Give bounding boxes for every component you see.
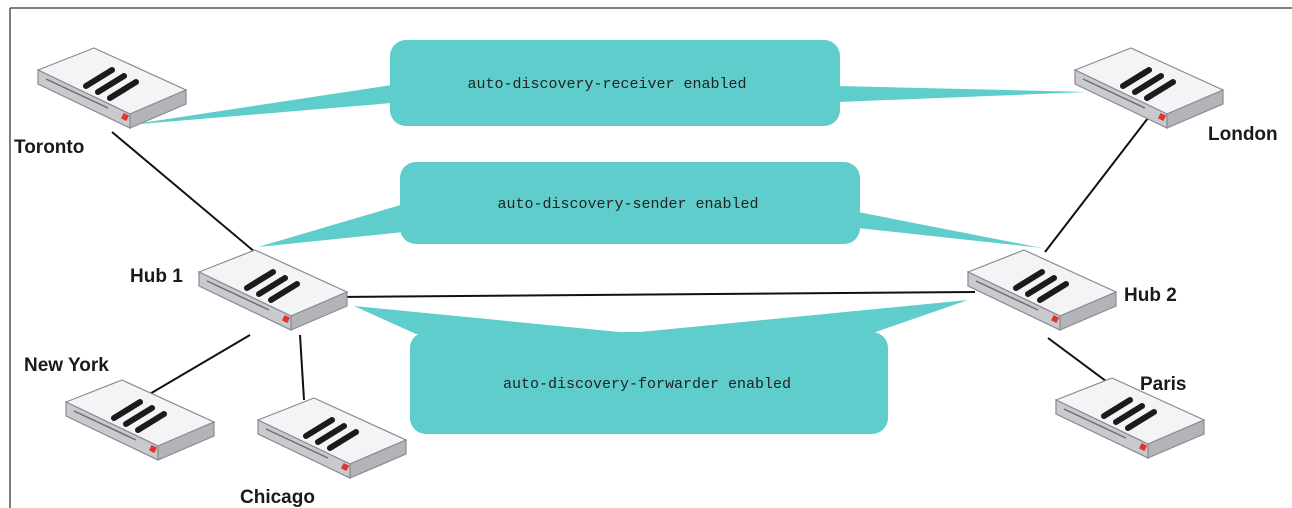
device-label-toronto: Toronto bbox=[14, 137, 84, 158]
device-label-paris: Paris bbox=[1140, 374, 1186, 395]
diagram-frame bbox=[9, 7, 1292, 508]
sender-callout: auto-discovery-sender enabled bbox=[258, 162, 1042, 248]
device-newyork: New York bbox=[24, 355, 214, 460]
link-hub1-chicago bbox=[299, 334, 305, 401]
receiver-callout-text: auto-discovery-receiver enabled bbox=[467, 76, 746, 93]
router-icon bbox=[38, 48, 186, 128]
network-links bbox=[111, 117, 1149, 401]
router-icon bbox=[1075, 48, 1223, 128]
link-toronto-hub1 bbox=[111, 131, 263, 259]
device-hub2: Hub 2 bbox=[968, 250, 1177, 330]
router-icon bbox=[968, 250, 1116, 330]
router-icon bbox=[199, 250, 347, 330]
link-hub1-hub2 bbox=[337, 291, 976, 298]
sender-callout-text: auto-discovery-sender enabled bbox=[497, 196, 758, 213]
router-icon bbox=[66, 380, 214, 460]
device-label-chicago: Chicago bbox=[240, 487, 315, 508]
link-hub1-newyork bbox=[147, 334, 251, 396]
device-hub1: Hub 1 bbox=[130, 250, 347, 330]
forwarder-callout-text: auto-discovery-forwarder enabled bbox=[503, 376, 791, 393]
device-toronto: Toronto bbox=[14, 48, 186, 158]
receiver-callout: auto-discovery-receiver enabled bbox=[128, 40, 1088, 126]
device-london: London bbox=[1075, 48, 1278, 145]
device-label-hub2: Hub 2 bbox=[1124, 285, 1177, 306]
router-icon bbox=[258, 398, 406, 478]
device-label-hub1: Hub 1 bbox=[130, 266, 183, 287]
link-london-hub2 bbox=[1044, 117, 1149, 253]
device-chicago: Chicago bbox=[240, 398, 406, 508]
device-label-newyork: New York bbox=[24, 355, 109, 376]
forwarder-callout: auto-discovery-forwarder enabled bbox=[354, 300, 968, 434]
device-label-london: London bbox=[1208, 124, 1278, 145]
device-paris: Paris bbox=[1056, 374, 1204, 458]
